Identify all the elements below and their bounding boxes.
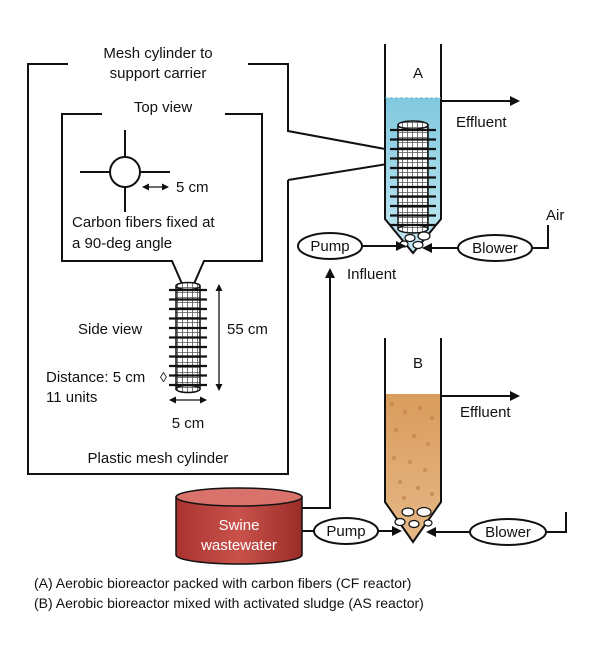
sludge-speck bbox=[397, 479, 403, 485]
distance-label: Distance: 5 cm bbox=[46, 369, 145, 386]
sludge-speck bbox=[411, 433, 417, 439]
sludge-speck bbox=[429, 415, 435, 421]
units-label: 11 units bbox=[46, 389, 97, 406]
reactor-a-pump-label: Pump bbox=[310, 238, 349, 255]
reactor-b-pump-label: Pump bbox=[326, 523, 365, 540]
sludge-speck bbox=[389, 401, 395, 407]
sludge-speck bbox=[391, 455, 397, 461]
caption-line-b: (B) Aerobic bioreactor mixed with activa… bbox=[34, 595, 424, 611]
reactor-a-effluent-label: Effluent bbox=[456, 114, 507, 131]
sludge-speck bbox=[417, 405, 423, 411]
sludge-speck bbox=[415, 485, 421, 491]
sludge-texture bbox=[389, 401, 435, 501]
reactor-b-blower-label: Blower bbox=[485, 524, 531, 541]
reactor-b-effluent-label: Effluent bbox=[460, 404, 511, 421]
sludge-speck bbox=[401, 495, 407, 501]
reactor-b-air-line bbox=[546, 512, 567, 533]
plastic-mesh-label: Plastic mesh cylinder bbox=[88, 450, 229, 467]
reactor-a-bubbles bbox=[399, 231, 431, 250]
reactor-a-label: A bbox=[413, 65, 423, 82]
tank-label-line2: wastewater bbox=[200, 537, 277, 554]
top-dimension-label: 5 cm bbox=[176, 179, 209, 196]
reactor-a-carbon-fibers bbox=[390, 128, 436, 227]
distance-marker-icon: ◊ bbox=[160, 369, 167, 385]
side-view-label: Side view bbox=[78, 321, 142, 338]
side-view-carbon-fibers bbox=[169, 288, 207, 387]
top-view-circle-icon bbox=[80, 130, 170, 212]
air-line bbox=[532, 225, 549, 249]
reactor-a-influent-label: Influent bbox=[347, 266, 397, 283]
sludge-speck bbox=[402, 409, 408, 415]
sludge-speck bbox=[425, 441, 431, 447]
reactor-a bbox=[384, 44, 442, 255]
mesh-cylinder-label-line2: support carrier bbox=[110, 65, 207, 82]
caption-line-a: (A) Aerobic bioreactor packed with carbo… bbox=[34, 575, 411, 591]
carbon-fibers-label-line1: Carbon fibers fixed at bbox=[72, 214, 215, 231]
reactor-b bbox=[384, 338, 442, 544]
swine-wastewater-tank bbox=[175, 487, 303, 565]
side-view-cylinder bbox=[169, 281, 207, 394]
top-view-label: Top view bbox=[134, 99, 193, 116]
tank-label-line1: Swine bbox=[219, 517, 260, 534]
reactor-a-blower-label: Blower bbox=[472, 240, 518, 257]
sludge-speck bbox=[429, 491, 435, 497]
width-dimension-label: 5 cm bbox=[172, 415, 205, 432]
height-dimension-label: 55 cm bbox=[227, 321, 268, 338]
reactor-b-label: B bbox=[413, 355, 423, 372]
feed-line-to-reactor-a bbox=[302, 268, 335, 509]
inner-callout-frame bbox=[61, 113, 263, 287]
sludge-speck bbox=[393, 427, 399, 433]
reactor-b-bubbles bbox=[394, 506, 433, 529]
air-label: Air bbox=[546, 207, 564, 224]
carbon-fibers-label-line2: a 90-deg angle bbox=[72, 235, 172, 252]
sludge-speck bbox=[422, 467, 428, 473]
sludge-speck bbox=[407, 459, 413, 465]
mesh-cylinder-label-line1: Mesh cylinder to bbox=[103, 45, 212, 62]
